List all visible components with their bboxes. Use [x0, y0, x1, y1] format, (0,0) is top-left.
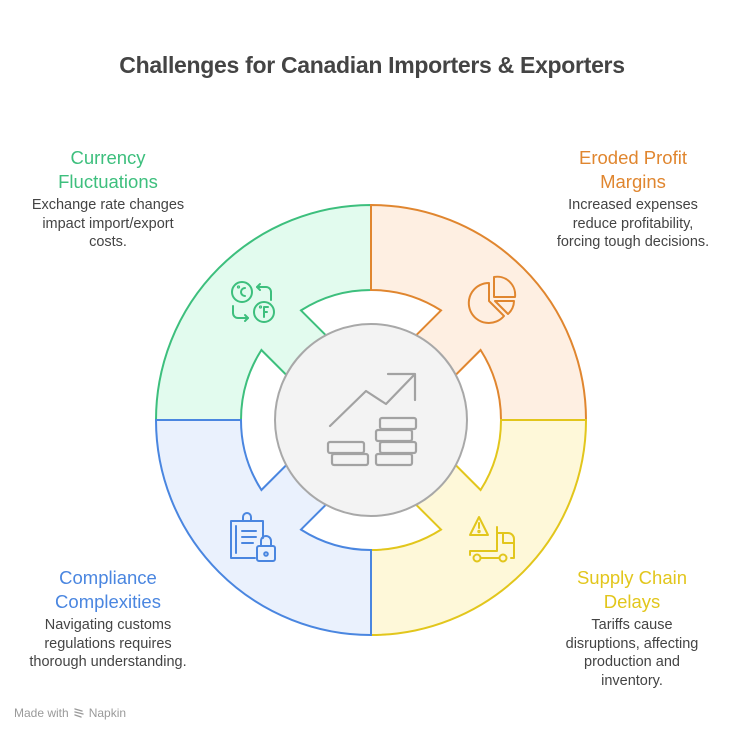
title-line: Eroded Profit: [579, 147, 687, 168]
description-line: forcing tough decisions.: [556, 234, 710, 250]
diagram-title: Challenges for Canadian Importers & Expo…: [119, 52, 625, 78]
temperature-conversion-icon: [231, 281, 275, 323]
description-line: Navigating customs: [44, 617, 172, 633]
growth-chart-coins-icon: [326, 372, 418, 467]
title-line: Compliance: [59, 567, 157, 588]
segment-title: Eroded Profit Margins: [533, 146, 733, 194]
title-line: Supply Chain: [576, 567, 688, 588]
title-line: Complexities: [55, 591, 161, 612]
napkin-logo-icon: [74, 708, 84, 718]
pie-chart-icon: [467, 275, 517, 324]
segment-description: Exchange rate changes impact import/expo…: [8, 196, 208, 252]
description-line: Increased expenses: [568, 197, 698, 213]
segment-profit[interactable]: [370, 203, 588, 421]
title-line: Margins: [600, 171, 666, 192]
description-line: regulations requires: [44, 635, 172, 652]
segment-description: Navigating customs regulations requires …: [8, 616, 208, 672]
description-line: thorough understanding.: [29, 654, 187, 670]
center-circle: [274, 323, 468, 517]
segment-profit-label: Eroded Profit Margins Increased expenses…: [533, 146, 733, 252]
segment-currency-label: Currency Fluctuations Exchange rate chan…: [8, 146, 208, 252]
clipboard-lock-icon: [230, 512, 276, 562]
truck-warning-icon: [469, 516, 515, 563]
segment-title: Supply Chain Delays: [547, 566, 717, 614]
title-line: Fluctuations: [58, 171, 158, 192]
title-line: Currency: [70, 147, 146, 168]
segment-title: Compliance Complexities: [8, 566, 208, 614]
description-line: impact import/export: [42, 215, 174, 232]
segment-description: Increased expenses reduce profitability,…: [533, 196, 733, 252]
napkin-brand-label: Napkin: [88, 706, 127, 720]
made-with-label: Made with: [14, 706, 69, 720]
segment-title: Currency Fluctuations: [8, 146, 208, 194]
segment-supply-label: Supply Chain Delays Tariffs cause disrup…: [547, 566, 717, 690]
segment-compliance-label: Compliance Complexities Navigating custo…: [8, 566, 208, 672]
description-line: Tariffs cause: [591, 617, 673, 633]
segment-description: Tariffs cause disruptions, affecting pro…: [547, 616, 717, 690]
title-line: Delays: [603, 591, 661, 612]
description-line: reduce profitability,: [572, 215, 694, 232]
description-line: production and: [584, 654, 680, 670]
description-line: Exchange rate changes: [31, 197, 185, 213]
description-line: disruptions, affecting: [565, 635, 699, 652]
made-with-napkin[interactable]: Made with Napkin: [14, 706, 126, 720]
description-line: costs.: [89, 234, 127, 250]
description-line: inventory.: [601, 672, 663, 689]
